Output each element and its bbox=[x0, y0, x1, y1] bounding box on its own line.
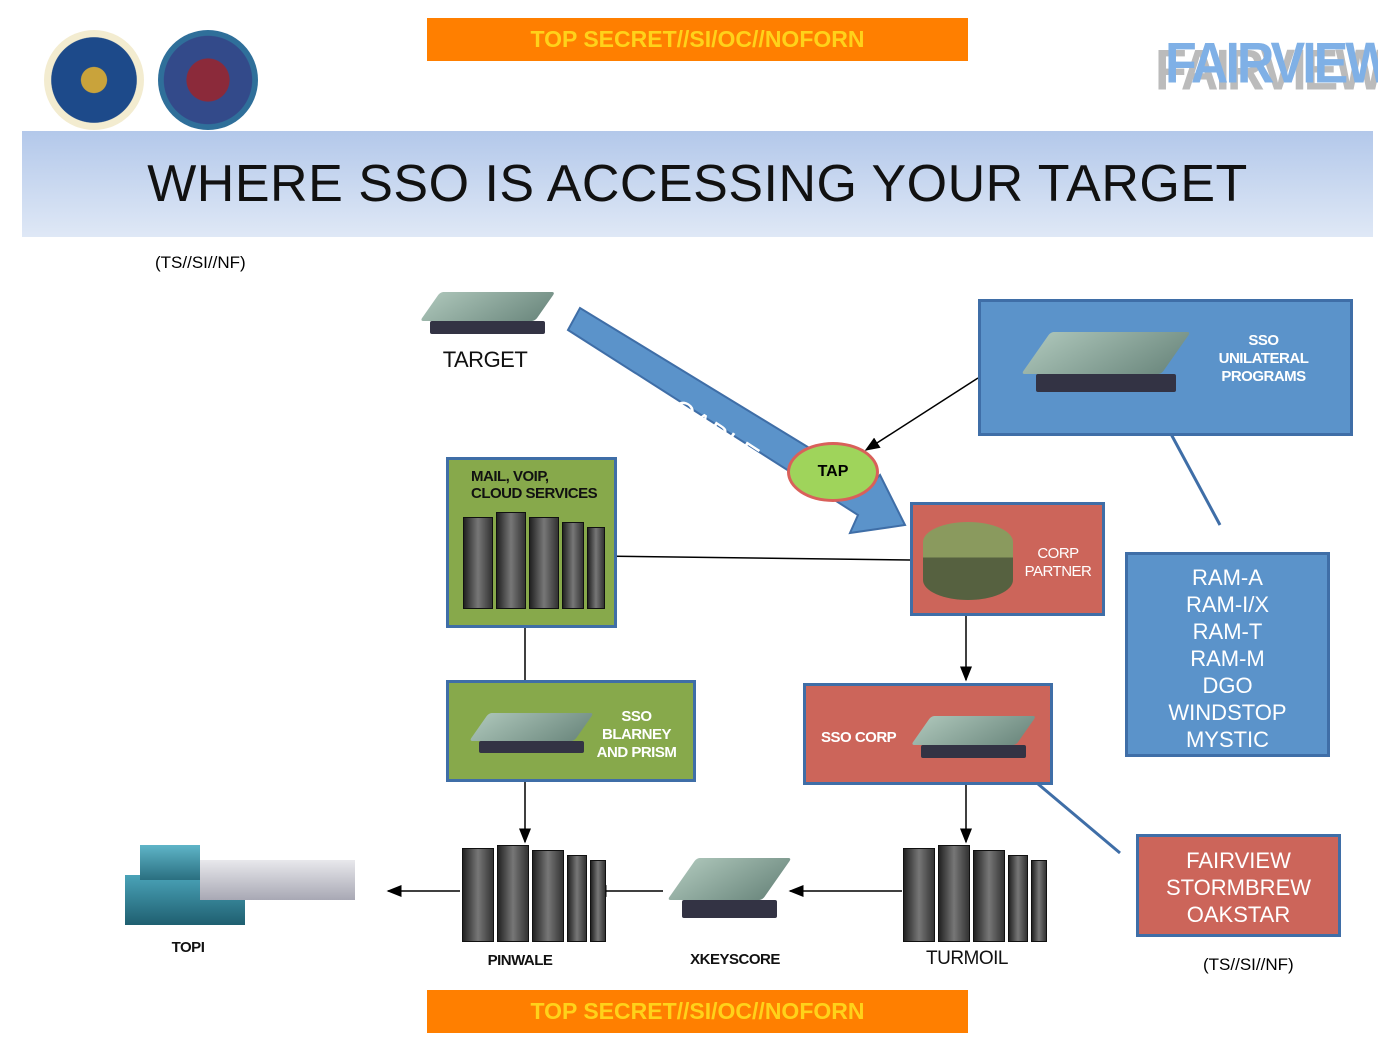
unilateral-line3: PROGRAMS bbox=[1221, 368, 1306, 385]
program-item: FAIRVIEW bbox=[1186, 848, 1291, 873]
arrow-corp-to-mail bbox=[592, 550, 911, 563]
pinwale-label: PINWALE bbox=[487, 952, 553, 969]
portion-marking-top: (TS//SI//NF) bbox=[155, 253, 246, 272]
line-ssocorp-to-fairview bbox=[1024, 771, 1121, 855]
sso-seal-logo bbox=[158, 30, 258, 130]
program-item: DGO bbox=[1202, 673, 1253, 698]
sso-blarney-prism-box: SSO BLARNEY AND PRISM bbox=[446, 680, 696, 782]
target-device-icon bbox=[419, 292, 556, 334]
corp-partner-line2: PARTNER bbox=[1024, 563, 1092, 580]
title-band: WHERE SSO IS ACCESSING YOUR TARGET bbox=[22, 131, 1373, 237]
program-item: RAM-M bbox=[1190, 646, 1265, 671]
fairview-program-list: FAIRVIEW STORMBREW OAKSTAR bbox=[1139, 847, 1338, 928]
classification-banner-top: TOP SECRET//SI/OC//NOFORN bbox=[427, 18, 968, 61]
ram-program-list: RAM-A RAM-I/X RAM-T RAM-M DGO WINDSTOP M… bbox=[1128, 564, 1327, 753]
turmoil-server-icon bbox=[903, 845, 1047, 942]
xkeyscore-label: XKEYSCORE bbox=[690, 951, 780, 968]
program-item: OAKSTAR bbox=[1186, 902, 1291, 927]
topi-building-icon bbox=[80, 845, 355, 925]
pinwale-server-icon bbox=[462, 845, 606, 942]
fairview-programs-box: FAIRVIEW STORMBREW OAKSTAR bbox=[1136, 834, 1341, 937]
slide-title: WHERE SSO IS ACCESSING YOUR TARGET bbox=[147, 155, 1248, 213]
server-rack-icon bbox=[463, 512, 605, 609]
program-item: MYSTIC bbox=[1185, 727, 1270, 752]
xkeyscore-device-icon bbox=[667, 858, 792, 918]
program-item: STORMBREW bbox=[1165, 875, 1312, 900]
tap-node: TAP bbox=[787, 442, 879, 502]
program-item: WINDSTOP bbox=[1168, 700, 1287, 725]
sso-unilateral-box: SSO UNILATERAL PROGRAMS bbox=[978, 299, 1353, 436]
fairview-logo: FAIRVIEW bbox=[1165, 32, 1378, 96]
topi-label: TOPI bbox=[171, 939, 205, 956]
mail-line1: MAIL, VOIP, bbox=[471, 468, 549, 485]
target-label: TARGET bbox=[442, 347, 528, 372]
unilateral-line1: SSO bbox=[1248, 332, 1279, 349]
program-item: RAM-A bbox=[1192, 565, 1263, 590]
router-icon bbox=[923, 522, 1013, 600]
unilateral-line2: UNILATERAL bbox=[1218, 350, 1309, 367]
portion-marking-bottom: (TS//SI//NF) bbox=[1203, 955, 1294, 974]
sso-corp-label: SSO CORP bbox=[821, 729, 897, 746]
corp-partner-line1: CORP bbox=[1037, 545, 1079, 562]
corp-partner-box: CORP PARTNER bbox=[910, 502, 1105, 616]
network-device-icon bbox=[469, 713, 594, 753]
mail-voip-cloud-box: MAIL, VOIP, CLOUD SERVICES bbox=[446, 457, 617, 628]
blarney-line2: BLARNEY bbox=[601, 726, 672, 743]
blarney-line3: AND PRISM bbox=[596, 744, 677, 761]
network-device-icon bbox=[1021, 332, 1191, 392]
turmoil-label: TURMOIL bbox=[926, 948, 1009, 969]
nsa-seal-logo bbox=[44, 30, 144, 130]
program-item: RAM-I/X bbox=[1185, 592, 1270, 617]
cable-arrow bbox=[566, 306, 907, 535]
classification-banner-bottom: TOP SECRET//SI/OC//NOFORN bbox=[427, 990, 968, 1033]
program-item: RAM-T bbox=[1192, 619, 1263, 644]
blarney-line1: SSO bbox=[621, 708, 652, 725]
sso-corp-box: SSO CORP bbox=[803, 683, 1053, 785]
arrow-unilateral-to-tap bbox=[864, 377, 979, 451]
ram-programs-box: RAM-A RAM-I/X RAM-T RAM-M DGO WINDSTOP M… bbox=[1125, 552, 1330, 757]
mail-line2: CLOUD SERVICES bbox=[471, 485, 598, 502]
network-device-icon bbox=[910, 716, 1037, 758]
